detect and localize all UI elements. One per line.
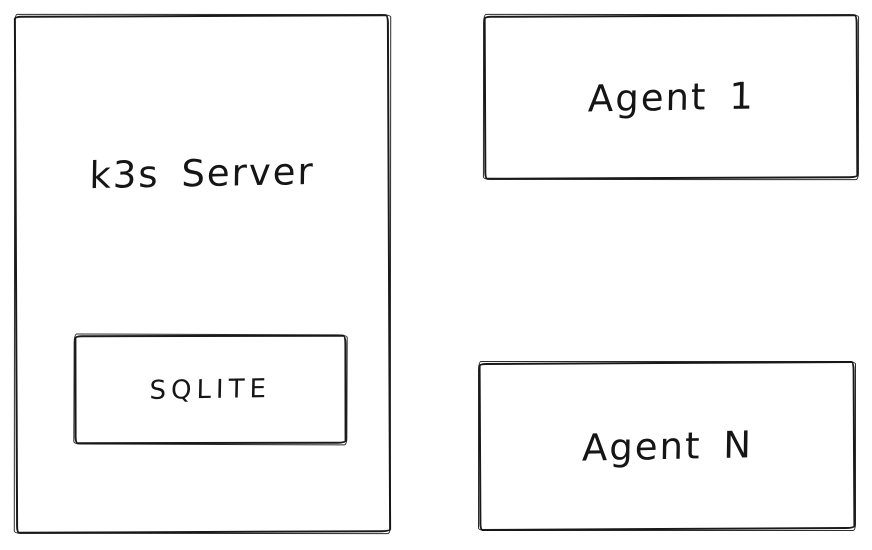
- sqlite-label: SQLITE: [149, 373, 272, 406]
- node-agent-1: Agent 1: [483, 14, 859, 180]
- node-sqlite: SQLITE: [74, 334, 347, 445]
- k3s-server-label: k3s Server: [89, 149, 316, 198]
- agent-1-label: Agent 1: [587, 73, 755, 121]
- node-agent-n: Agent N: [478, 361, 856, 531]
- node-k3s-server: k3s Server SQLITE: [13, 14, 392, 534]
- agent-n-label: Agent N: [581, 422, 753, 470]
